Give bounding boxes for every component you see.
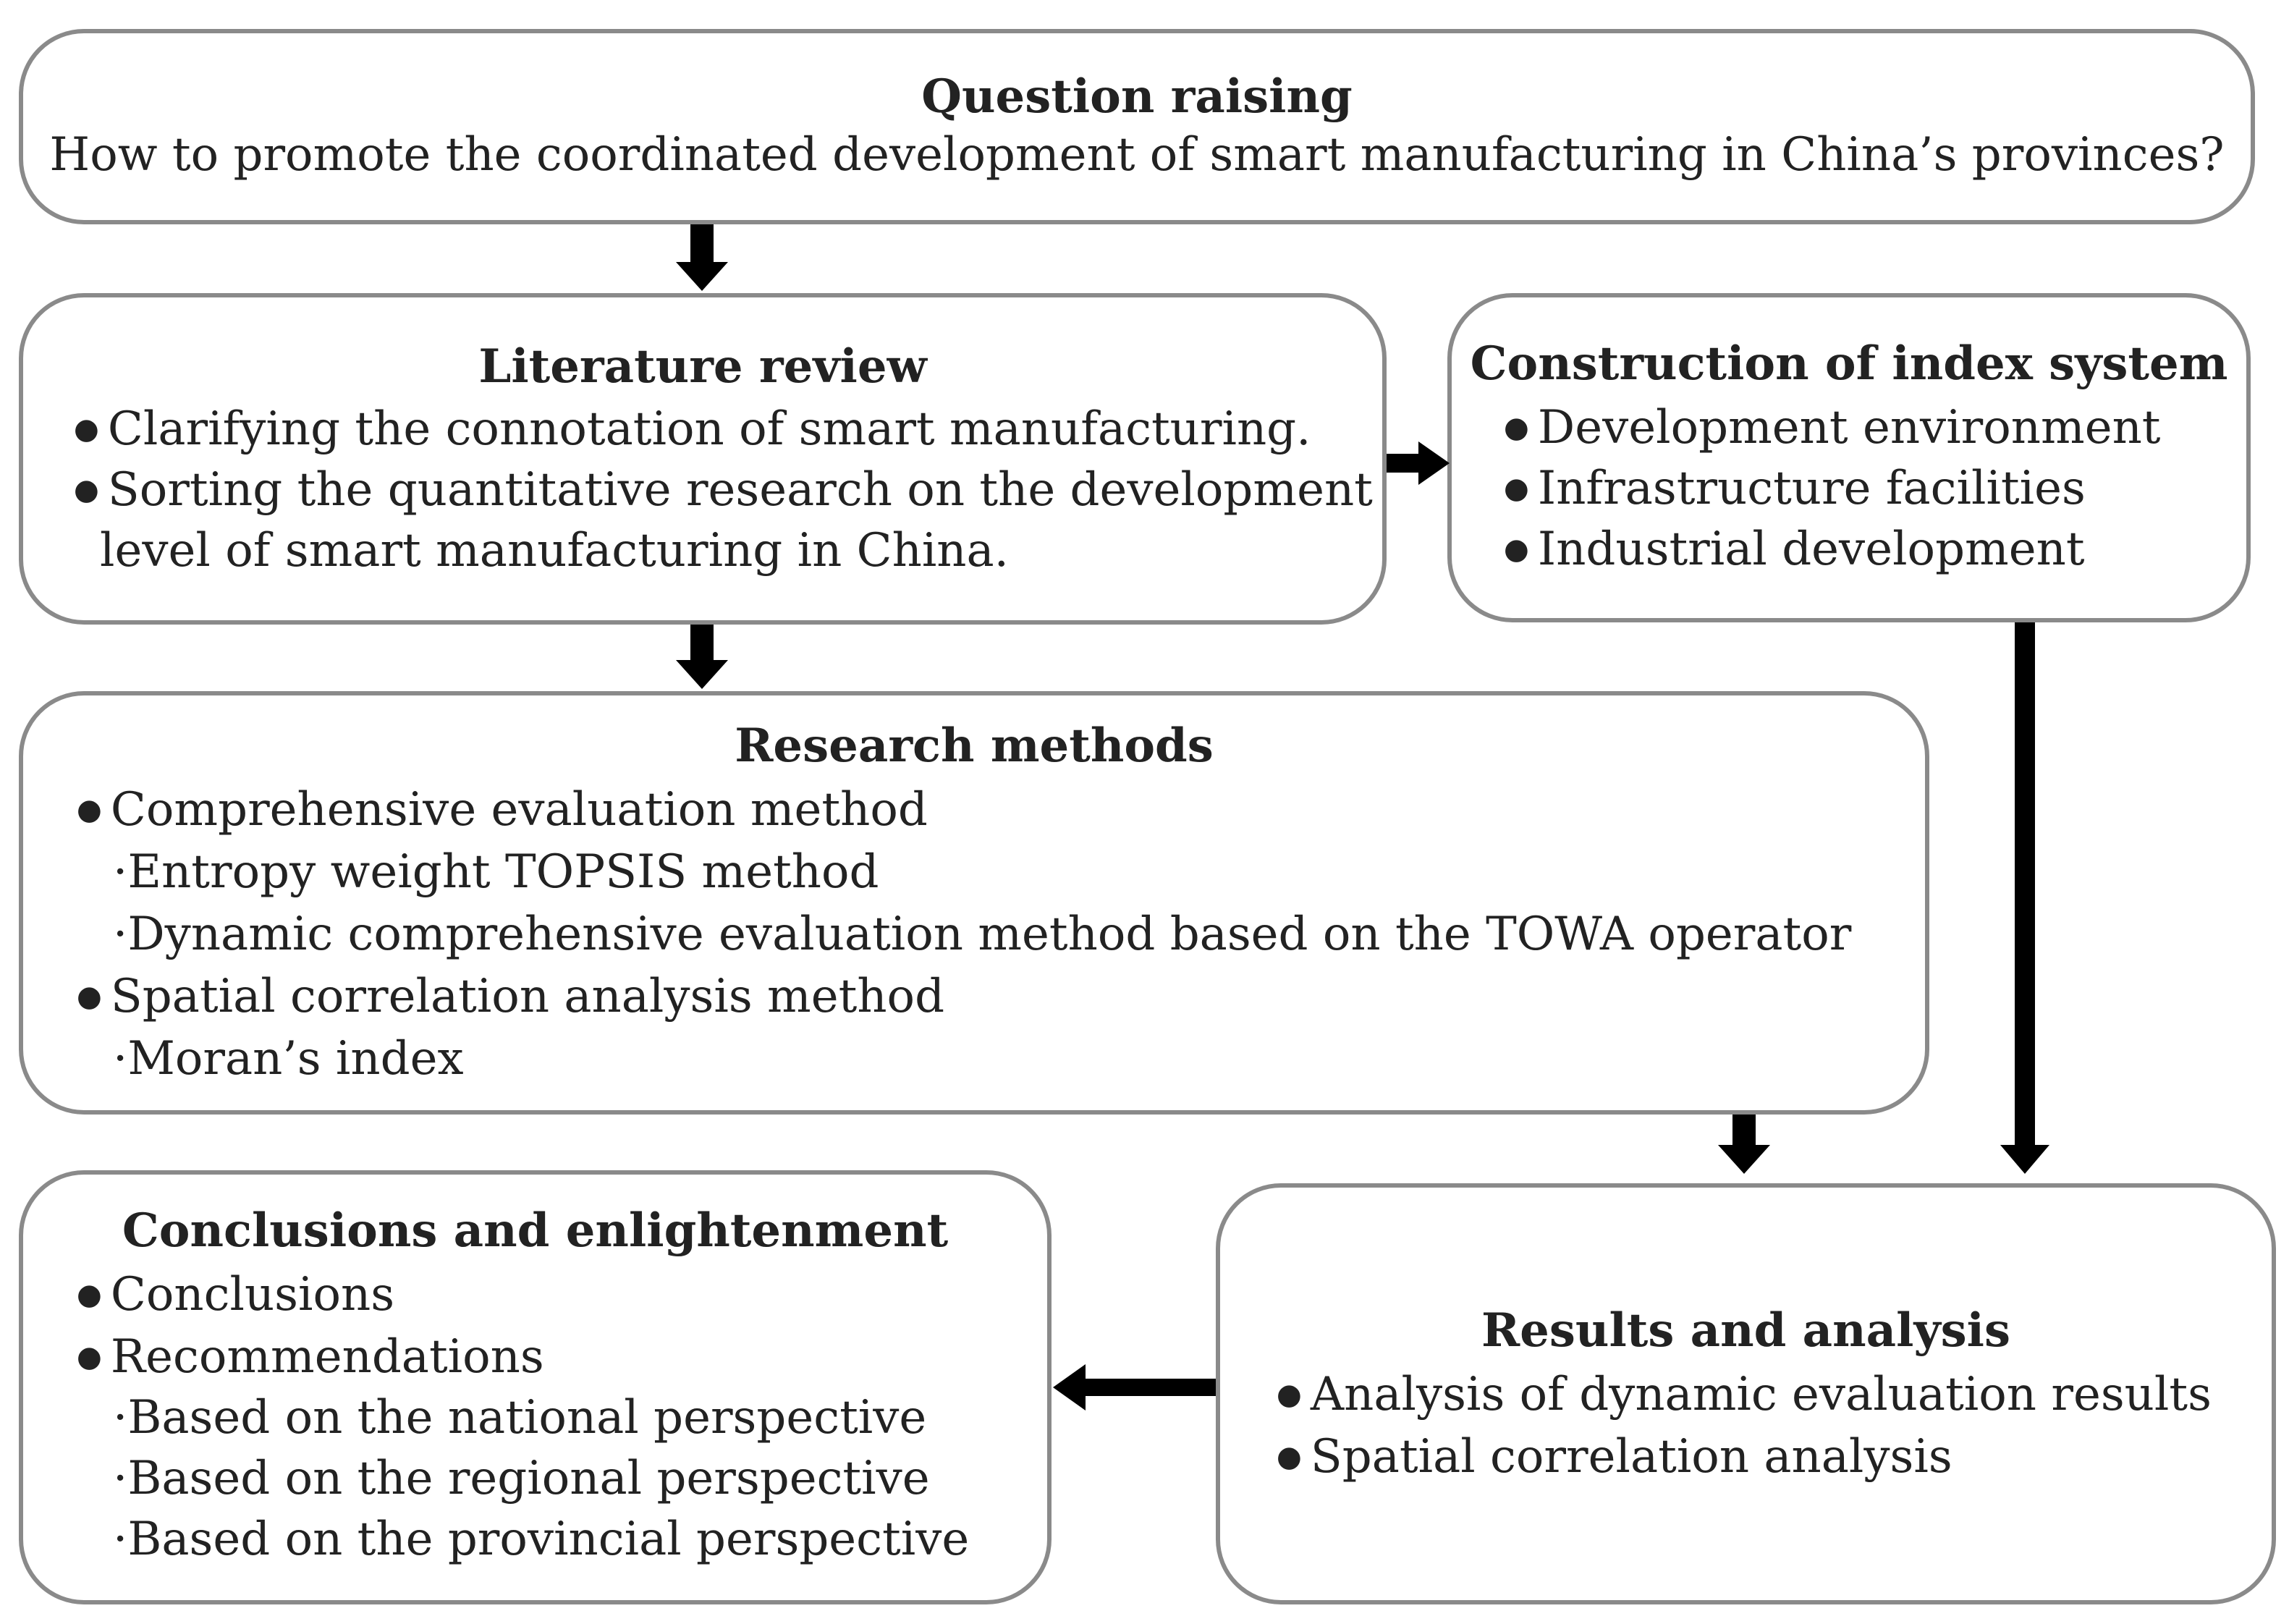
index-item-environment: Development environment <box>1504 405 2161 451</box>
literature-item-quantitative-cont: level of smart manufacturing in China. <box>100 524 1009 578</box>
arrow-literature-to-index <box>1387 441 1450 485</box>
arrow-index-to-results <box>2000 622 2049 1174</box>
arrow-methods-to-results <box>1718 1115 1770 1174</box>
methods-sub-towa: ·Dynamic comprehensive evaluation method… <box>113 908 1852 961</box>
literature-item-connotation: Clarifying the connotation of smart manu… <box>74 406 1311 452</box>
literature-review-title: Literature review <box>478 339 927 394</box>
index-item-infrastructure: Infrastructure facilities <box>1504 465 2086 512</box>
methods-sub-moran: ·Moran’s index <box>113 1032 464 1086</box>
question-raising-text: How to promote the coordinated developme… <box>49 128 2225 182</box>
literature-review-box: Literature review Clarifying the connota… <box>19 293 1387 625</box>
methods-item-comprehensive: Comprehensive evaluation method <box>77 787 928 833</box>
conclusions-title: Conclusions and enlightenment <box>122 1204 949 1258</box>
index-system-box: Construction of index system Development… <box>1447 293 2251 622</box>
results-item-spatial: Spatial correlation analysis <box>1277 1434 1952 1480</box>
index-system-title: Construction of index system <box>1470 337 2228 391</box>
conclusions-sub-regional: ·Based on the regional perspective <box>113 1452 930 1505</box>
results-analysis-title: Results and analysis <box>1481 1303 2011 1358</box>
index-item-industrial: Industrial development <box>1504 526 2085 572</box>
conclusions-sub-national: ·Based on the national perspective <box>113 1391 927 1445</box>
methods-sub-topsis: ·Entropy weight TOPSIS method <box>113 845 879 899</box>
methods-item-spatial: Spatial correlation analysis method <box>77 973 944 1020</box>
conclusions-item-conclusions: Conclusions <box>77 1272 394 1318</box>
research-methods-title: Research methods <box>735 719 1214 773</box>
results-analysis-box: Results and analysis Analysis of dynamic… <box>1216 1183 2276 1604</box>
results-item-dynamic: Analysis of dynamic evaluation results <box>1277 1371 2212 1418</box>
arrow-results-to-conclusions <box>1053 1364 1216 1411</box>
arrow-literature-to-methods <box>676 625 728 689</box>
literature-item-quantitative: Sorting the quantitative research on the… <box>74 467 1373 513</box>
question-raising-title: Question raising <box>921 69 1353 124</box>
conclusions-box: Conclusions and enlightenment Conclusion… <box>19 1170 1052 1604</box>
conclusions-sub-provincial: ·Based on the provincial perspective <box>113 1513 970 1566</box>
conclusions-item-recommendations: Recommendations <box>77 1334 544 1380</box>
research-methods-box: Research methods Comprehensive evaluatio… <box>19 691 1929 1115</box>
arrow-question-to-literature <box>676 224 728 291</box>
question-raising-box: Question raising How to promote the coor… <box>19 29 2255 224</box>
